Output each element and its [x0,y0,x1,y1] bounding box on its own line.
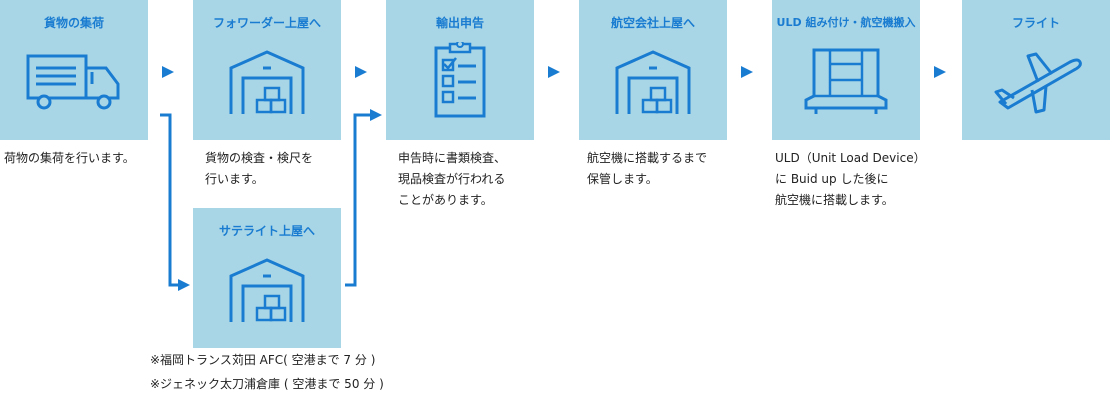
step-box-flight: フライト [962,0,1110,140]
flow-arrow [162,66,174,78]
step-desc-uld-loading: ULD（Unit Load Device） に Buid up した後に 航空機… [775,148,926,211]
note-line: ※ジェネック太刀浦倉庫 ( 空港まで 50 分 ) [150,377,384,391]
airplane-icon [986,42,1086,118]
desc-line: 航空機に搭載するまで [587,151,708,165]
connector-to-satellite [160,113,180,287]
connector-arrow-to-export [370,109,382,121]
step-desc-airline-warehouse: 航空機に搭載するまで 保管します。 [587,148,707,190]
desc-line: 行います。 [205,172,264,186]
note-line: ※福岡トランス苅田 AFC( 空港まで 7 分 ) [150,353,376,367]
connector-from-satellite [345,113,370,287]
flow-arrow [741,66,753,78]
step-title: フライト [1011,16,1060,30]
desc-line: ULD（Unit Load Device） [775,151,926,165]
desc-line: 申告時に書類検査、 [398,151,507,165]
step-title: ULD 組み付け・航空機搬入 [776,16,916,29]
step-box-airline-warehouse: 航空会社上屋へ [579,0,727,140]
step-desc-export-declaration: 申告時に書類検査、 現品検査が行われる ことがあります。 [398,148,506,211]
uld-container-icon [796,42,896,118]
warehouse-icon [217,250,317,326]
step-box-collection: 貨物の集荷 [0,0,148,140]
step-box-forwarder: フォワーダー上屋へ [193,0,341,140]
desc-line: 貨物の検査・検尺を [205,151,314,165]
desc-line: 航空機に搭載します。 [775,193,894,207]
desc-line: 荷物の集荷を行います。 [4,151,135,165]
step-title: 航空会社上屋へ [610,16,695,30]
branch-connector [160,109,382,291]
step-box-satellite-warehouse: サテライト上屋へ [193,208,341,348]
warehouse-icon [603,42,703,118]
step-desc-forwarder: 貨物の検査・検尺を 行います。 [205,148,313,190]
desc-line: 保管します。 [587,172,658,186]
truck-icon [24,42,124,118]
flow-arrow [548,66,560,78]
desc-line: に Buid up した後に [775,172,889,186]
step-title: 輸出申告 [435,16,484,30]
connector-arrow-to-satellite [178,279,190,291]
flow-arrow [355,66,367,78]
step-box-uld-loading: ULD 組み付け・航空機搬入 [772,0,920,140]
step-title: サテライト上屋へ [218,224,315,238]
clipboard-checklist-icon [410,42,510,118]
step-title: フォワーダー上屋へ [212,16,321,30]
warehouse-icon [217,42,317,118]
step-desc-collection: 荷物の集荷を行います。 [4,148,135,169]
step-title: 貨物の集荷 [43,16,104,30]
flow-arrow [934,66,946,78]
desc-line: ことがあります。 [398,193,493,207]
step-box-export-declaration: 輸出申告 [386,0,534,140]
desc-line: 現品検査が行われる [398,172,506,186]
